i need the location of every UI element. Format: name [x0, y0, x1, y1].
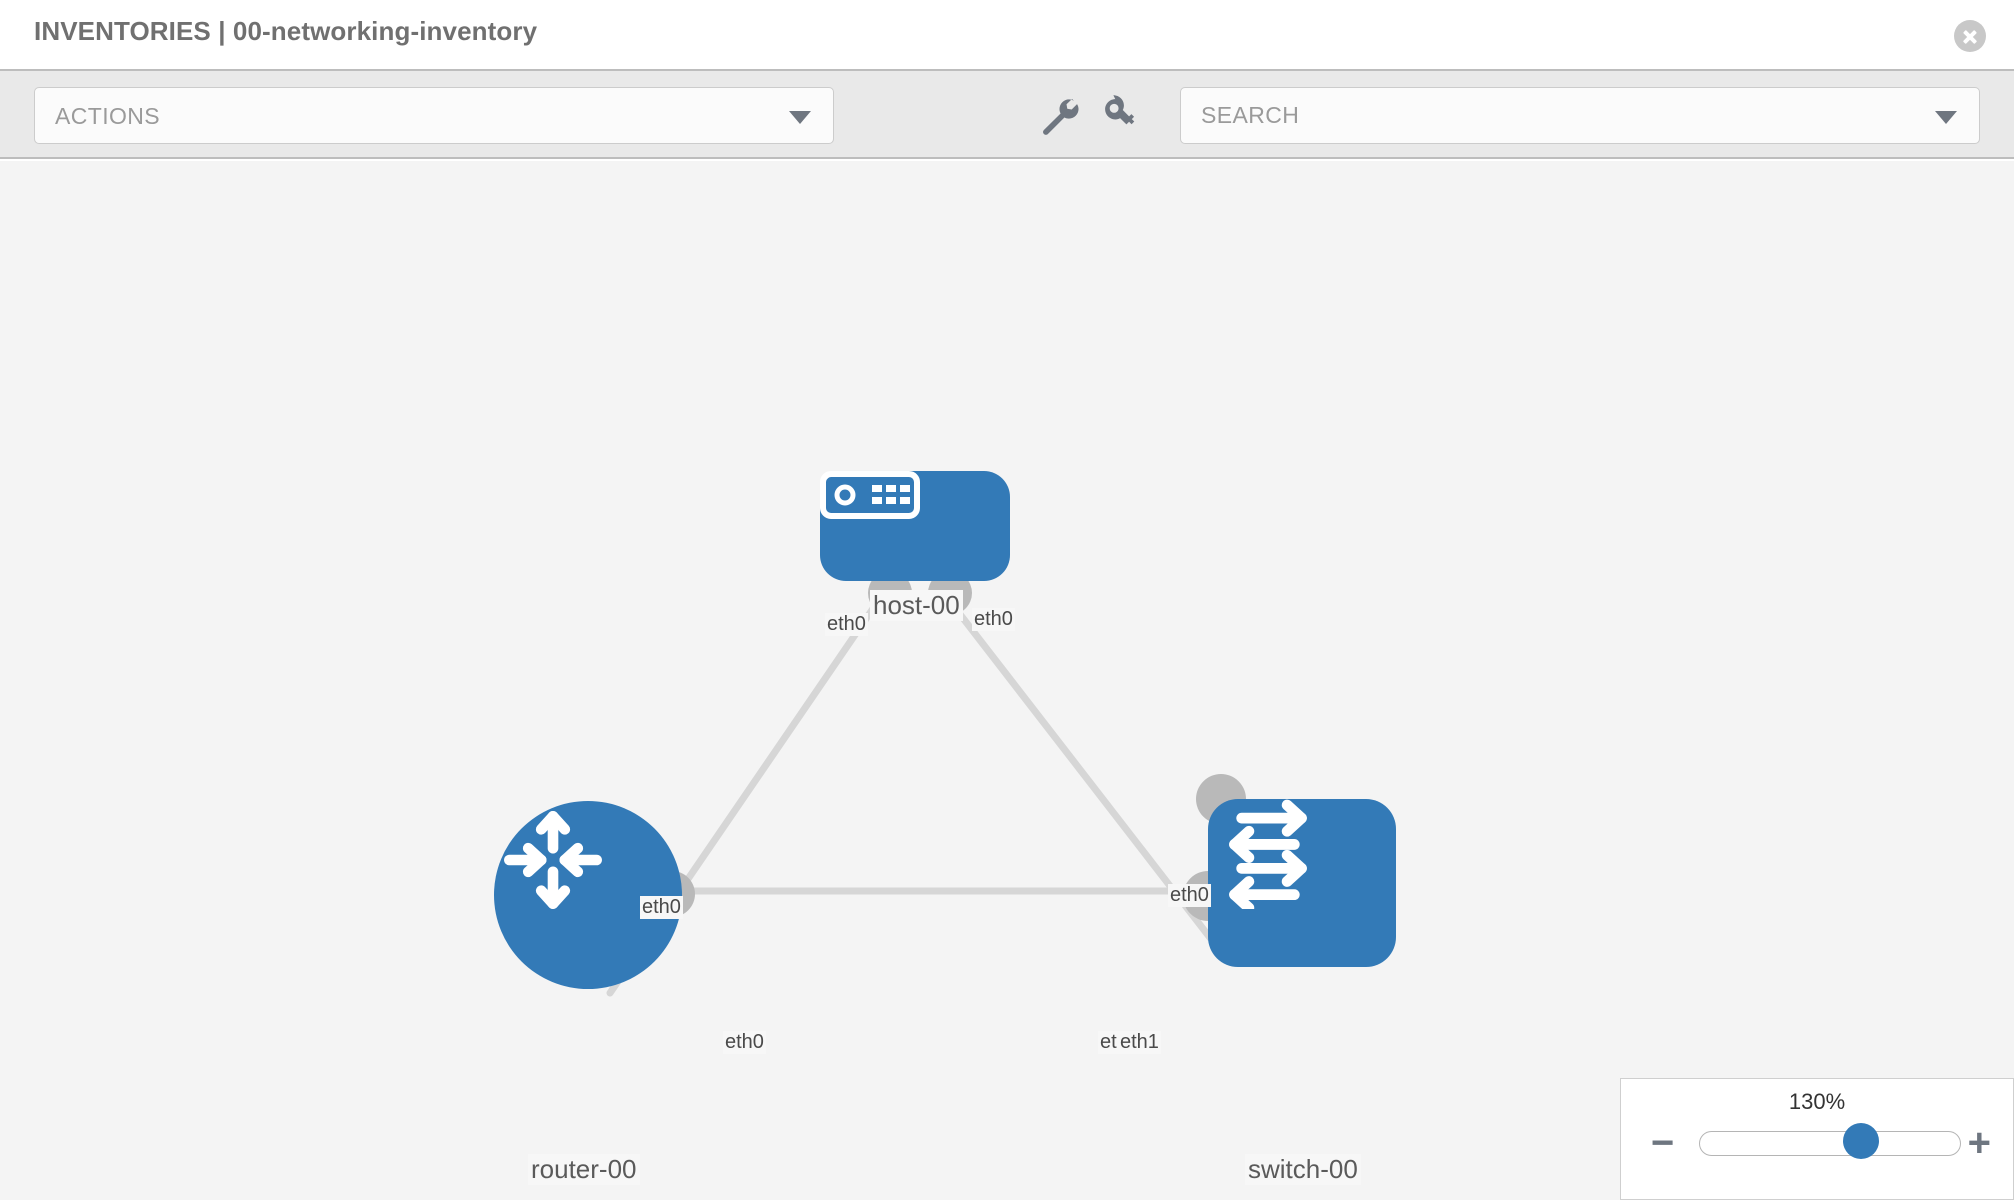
edge-label-host-left-eth0: eth0 — [825, 613, 868, 636]
key-icon[interactable] — [1099, 93, 1145, 139]
search-box[interactable] — [1180, 87, 1980, 144]
wrench-icon[interactable] — [1037, 93, 1083, 139]
topology-canvas[interactable]: host-00 eth0 eth0 — [0, 161, 2014, 1200]
topology-node-label-router-00: router-00 — [528, 1154, 640, 1185]
edge-label-router-up-eth0: eth0 — [640, 896, 683, 919]
topology-graph: host-00 eth0 eth0 — [0, 161, 2014, 1200]
edge-label-switch-up-eth0: eth0 — [1168, 884, 1211, 907]
zoom-out-button[interactable]: − — [1651, 1121, 1675, 1165]
topology-edges — [606, 587, 1232, 997]
switch-node-shape[interactable] — [1208, 799, 1396, 967]
edge-label-host-right-eth0: eth0 — [972, 608, 1015, 631]
router-node-shape[interactable] — [494, 801, 682, 989]
edge-label-router-right-eth0: eth0 — [723, 1031, 766, 1054]
host-node-shape[interactable] — [820, 471, 1010, 581]
topology-node-label-switch-00: switch-00 — [1245, 1154, 1361, 1185]
zoom-control-panel: 130% − + — [1620, 1078, 2014, 1200]
edge-label-switch-left-eth1: eth1 — [1118, 1031, 1161, 1054]
actions-dropdown-label: ACTIONS — [55, 103, 161, 129]
router-arrows-icon — [504, 811, 602, 909]
toolbar: ACTIONS — [0, 69, 2014, 159]
search-chevron-down-icon[interactable] — [1935, 111, 1957, 124]
zoom-in-button[interactable]: + — [1967, 1121, 1991, 1165]
zoom-slider-track[interactable] — [1699, 1131, 1961, 1156]
chevron-down-icon — [789, 111, 811, 124]
actions-dropdown[interactable]: ACTIONS — [34, 87, 834, 144]
close-icon[interactable] — [1954, 20, 1986, 52]
page-title: INVENTORIES | 00-networking-inventory — [34, 16, 538, 46]
zoom-slider-thumb[interactable] — [1843, 1123, 1879, 1159]
topology-node-label-host-00: host-00 — [870, 590, 963, 621]
page-header: INVENTORIES | 00-networking-inventory — [0, 0, 2014, 69]
zoom-level-label: 130% — [1788, 1089, 1846, 1114]
switch-arrows-icon — [1229, 799, 1307, 909]
search-input[interactable] — [1201, 88, 1901, 143]
server-icon — [820, 471, 920, 519]
